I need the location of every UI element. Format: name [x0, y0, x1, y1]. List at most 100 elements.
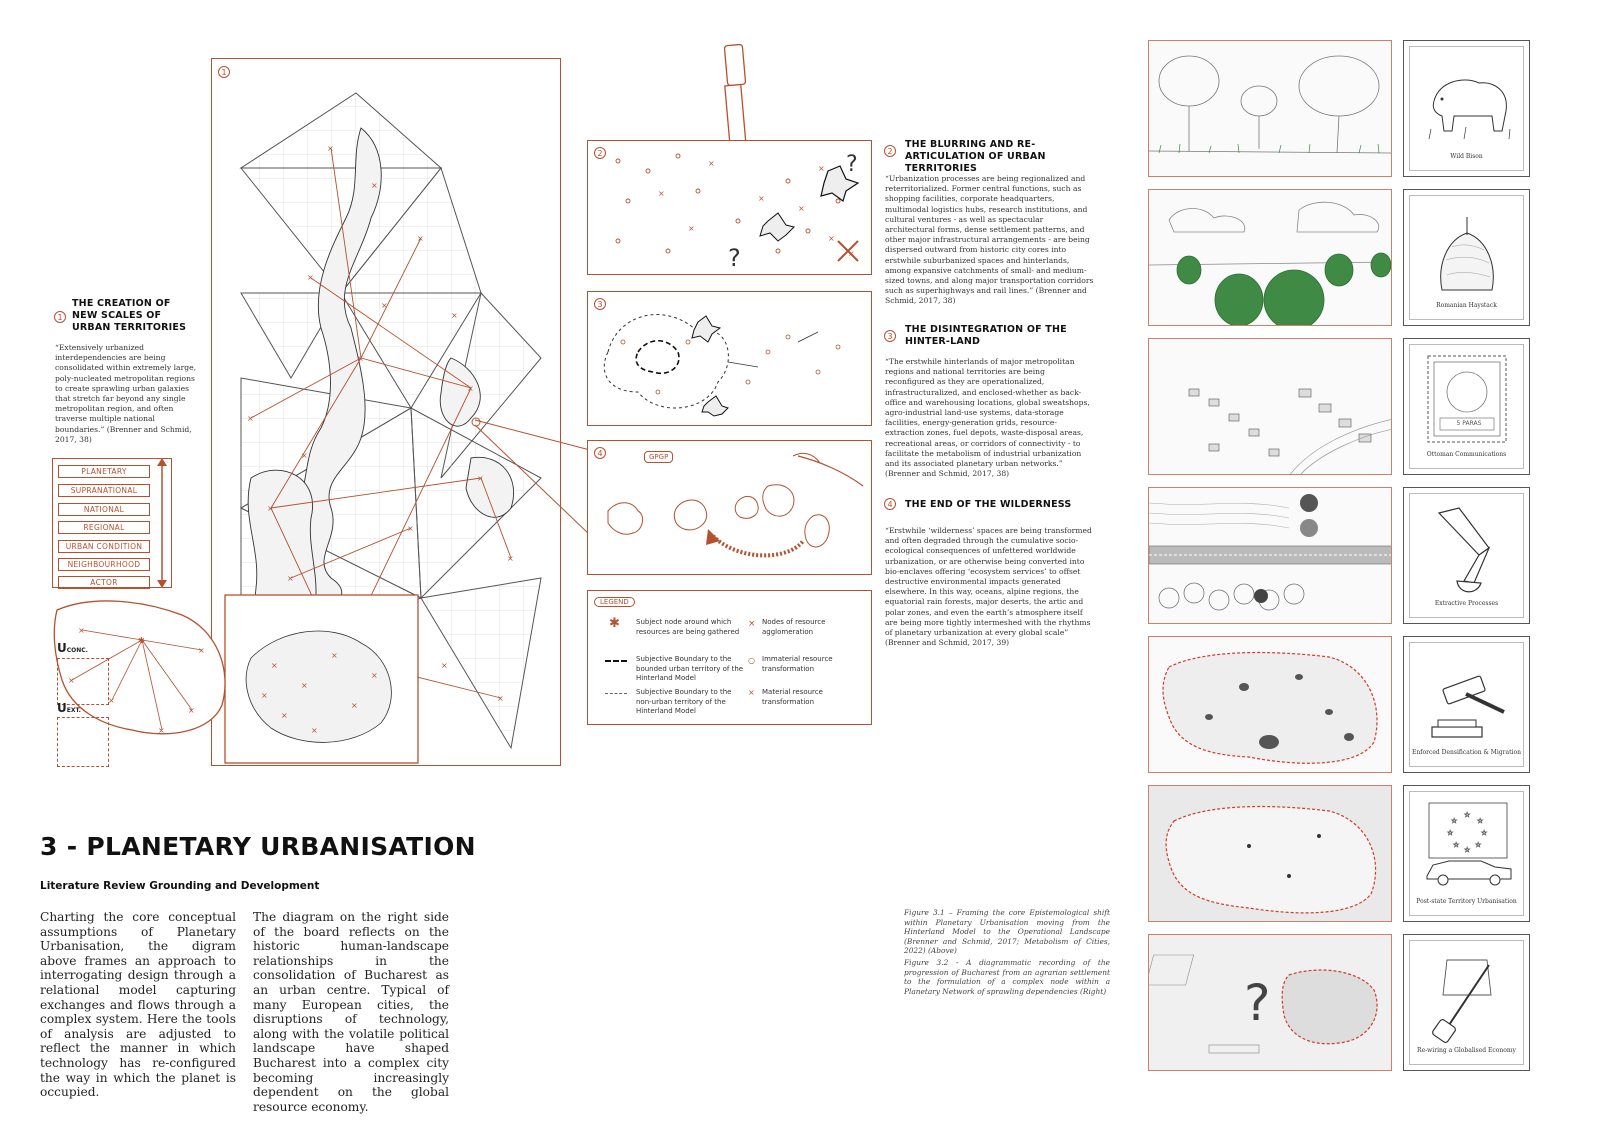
landscape-panel-7: ?	[1148, 934, 1392, 1071]
u-conc-letter: U	[57, 641, 67, 655]
bison-icon	[1428, 79, 1511, 140]
icon-panel-ottoman-communications-frame	[1409, 344, 1524, 469]
svg-text:☆: ☆	[1453, 841, 1459, 849]
panel-4-tag: GPGP	[644, 451, 674, 463]
svg-text:×: ×	[708, 159, 715, 168]
scale-planetary: PLANETARY	[58, 465, 150, 478]
svg-text:×: ×	[68, 676, 75, 685]
svg-text:×: ×	[198, 646, 205, 655]
scale-neighbourhood: NEIGHBOURHOOD	[58, 558, 150, 571]
svg-text:×: ×	[688, 224, 695, 233]
screwdriver-icon	[1432, 959, 1492, 1043]
eu-flag-car-icon: ☆☆ ☆☆ ☆☆ ☆☆	[1426, 802, 1512, 886]
svg-text:×: ×	[301, 451, 308, 460]
section-4-quote: “Erstwhile ‘wilderness’ spaces are being…	[885, 526, 1092, 648]
svg-text:×: ×	[188, 706, 195, 715]
icon-label-wild-bison: Wild Bison	[1450, 153, 1483, 160]
svg-text:?: ?	[846, 152, 858, 177]
u-ext-box	[57, 717, 109, 767]
scale-arrow	[157, 458, 167, 588]
legend-box	[587, 590, 872, 725]
svg-text:×: ×	[287, 574, 294, 583]
section-3-number: 3	[884, 330, 896, 342]
scale-national: NATIONAL	[58, 503, 150, 516]
excavator-arm-icon	[1437, 507, 1491, 593]
landscape-panel-1	[1148, 40, 1392, 177]
map-connector	[471, 417, 591, 536]
u-ext-letter: U	[57, 701, 67, 715]
map-frame-number: 1	[218, 66, 230, 78]
landscape-panel-3	[1148, 338, 1392, 475]
section-4-number: 4	[884, 498, 896, 510]
icon-panel-globalised-economy-frame	[1409, 940, 1524, 1065]
figure-caption-1: Figure 3.1 – Framing the core Epistemolo…	[904, 908, 1110, 956]
svg-text:×: ×	[818, 164, 825, 173]
panel-2-number: 2	[594, 147, 606, 159]
body-column-2: The diagram on the right side of the boa…	[253, 910, 449, 1114]
postage-stamp-icon	[1427, 355, 1507, 443]
globalised-network-map: ?	[1149, 935, 1391, 1070]
legend-label-bounded: Subjective Boundary to the bounded urban…	[636, 655, 744, 682]
legend-symbol-non-urban	[605, 693, 627, 694]
svg-text:×: ×	[371, 671, 378, 680]
scale-supranational: SUPRANATIONAL	[58, 484, 150, 497]
svg-text:☆: ☆	[1481, 829, 1487, 837]
svg-text:×: ×	[307, 273, 314, 282]
svg-text:?: ?	[1244, 974, 1271, 1032]
svg-text:×: ×	[271, 661, 278, 670]
svg-text:×: ×	[371, 181, 378, 190]
icon-panel-extractive-processes: Extractive Processes	[1403, 487, 1530, 624]
legend-symbol-material: ×	[748, 688, 755, 697]
svg-text:×: ×	[351, 701, 358, 710]
svg-text:×: ×	[357, 354, 364, 363]
svg-text:×: ×	[658, 189, 665, 198]
icon-label-enforced-densification: Enforced Densification & Migration	[1412, 749, 1521, 756]
scale-regional: REGIONAL	[58, 521, 150, 534]
legend-title: LEGEND	[594, 597, 635, 607]
icon-label-globalised-economy: Re-wiring a Globalised Economy	[1417, 1047, 1516, 1054]
svg-text:×: ×	[467, 384, 474, 393]
icon-label-post-state-territory: Post-state Territory Urbanisation	[1416, 898, 1517, 905]
icon-panel-extractive-processes-frame	[1409, 493, 1524, 618]
body-column-1: Charting the core conceptual assumptions…	[40, 910, 236, 1100]
svg-text:×: ×	[407, 524, 414, 533]
romania-network: ✱×× ××××	[53, 600, 226, 735]
icon-panel-wild-bison-frame	[1409, 46, 1524, 171]
svg-text:×: ×	[758, 194, 765, 203]
svg-text:×: ×	[477, 474, 484, 483]
u-conc-sub: CONC.	[66, 647, 88, 654]
section-2-title: THE BLURRING AND RE-ARTICULATION OF URBA…	[905, 139, 1046, 174]
icon-panel-post-state-territory: ☆☆ ☆☆ ☆☆ ☆☆ Post-state Territory Urbanis…	[1403, 785, 1530, 922]
icon-panel-wild-bison: Wild Bison	[1403, 40, 1530, 177]
panel-3-drawing	[603, 314, 841, 417]
scale-urban-condition: URBAN CONDITION	[58, 540, 150, 553]
svg-text:×: ×	[158, 726, 165, 735]
gavel-icon	[1431, 675, 1505, 738]
svg-text:☆: ☆	[1477, 817, 1483, 825]
svg-text:×: ×	[311, 726, 318, 735]
landscape-panel-5	[1148, 636, 1392, 773]
u-conc-label: UCONC.	[57, 641, 88, 655]
icon-label-romanian-haystack: Romanian Haystack	[1436, 302, 1497, 309]
svg-text:×: ×	[327, 144, 334, 153]
fuller-map: ××× ××× ××× ××× ××× ××× ×× ××× ××× ××	[224, 92, 542, 764]
legend-symbol-subject-node: ✱	[609, 616, 620, 631]
scale-actor: ACTOR	[58, 576, 150, 589]
section-1-quote: “Extensively urbanized interdependencies…	[55, 343, 196, 444]
svg-text:×: ×	[451, 311, 458, 320]
svg-text:☆: ☆	[1447, 829, 1453, 837]
panel-2	[587, 140, 872, 275]
panel-4-number: 4	[594, 447, 606, 459]
legend-label-immaterial: Immaterial resource transformation	[762, 655, 833, 673]
page-title: 3 - PLANETARY URBANISATION	[40, 832, 476, 861]
legend-symbol-resource-nodes: ×	[748, 619, 756, 629]
haystack-icon	[1440, 217, 1494, 291]
svg-text:×: ×	[108, 696, 115, 705]
svg-text:✱: ✱	[138, 636, 145, 645]
landscape-panel-2	[1148, 189, 1392, 326]
u-conc-box	[57, 658, 109, 705]
section-2-number: 2	[884, 145, 896, 157]
romania-boundary-map	[1149, 786, 1391, 921]
infrastructure-plan	[1149, 494, 1391, 611]
icon-panel-post-state-territory-frame	[1409, 791, 1524, 916]
